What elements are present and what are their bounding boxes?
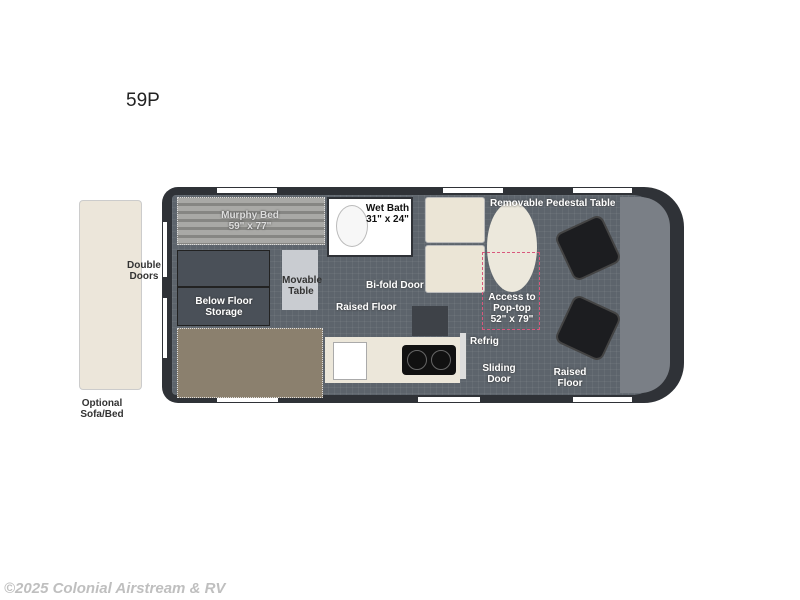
murphy-bed-size: 59" x 77" [228, 221, 272, 232]
removable-table-label: Removable Pedestal Table [490, 198, 616, 209]
toilet-icon [336, 205, 368, 247]
rear-door-window [163, 222, 167, 277]
dinette-seat [425, 245, 485, 293]
wet-bath-size: 31" x 24" [366, 214, 409, 225]
below-floor-storage-label: Below Floor Storage [195, 296, 253, 318]
window [573, 397, 632, 402]
wet-bath-label: Wet Bath [365, 203, 410, 214]
bifold-door-label: Bi-fold Door [366, 280, 424, 291]
window [217, 188, 277, 193]
access-poptop-label: Access to Pop-top [488, 292, 536, 314]
optional-sofa-bed [79, 200, 142, 390]
dinette-seat [425, 197, 485, 243]
cab-area [620, 197, 670, 393]
movable-table-label: Movable Table [282, 275, 323, 297]
sliding-door-label: Sliding Door [482, 363, 516, 385]
storage-panel [177, 250, 270, 287]
storage-panel [177, 287, 270, 326]
murphy-bed [177, 197, 325, 245]
poptop-size: 52" x 79" [490, 314, 534, 325]
window [418, 397, 480, 402]
raised-floor-label: Raised Floor [336, 302, 397, 313]
raised-floor-label-2: Raised Floor [553, 367, 587, 389]
murphy-bed-label: Murphy Bed [221, 210, 279, 221]
refrig-label: Refrig [470, 336, 499, 347]
window [217, 397, 278, 402]
floor-hatch [412, 306, 448, 336]
poptop-outline [482, 252, 540, 330]
optional-sofa-label: Optional Sofa/Bed [80, 398, 124, 420]
floorplan-title: 59P [126, 90, 160, 111]
window [443, 188, 503, 193]
pedestal-table [487, 202, 537, 292]
rear-door-window [163, 298, 167, 358]
copyright-watermark: ©2025 Colonial Airstream & RV [4, 580, 226, 597]
sink-icon [333, 342, 367, 380]
refrigerator [460, 333, 466, 379]
sofa-bench [177, 328, 323, 398]
window [573, 188, 632, 193]
movable-table [282, 250, 318, 310]
stove-icon [402, 345, 456, 375]
double-doors-label: Double Doors [127, 260, 161, 282]
